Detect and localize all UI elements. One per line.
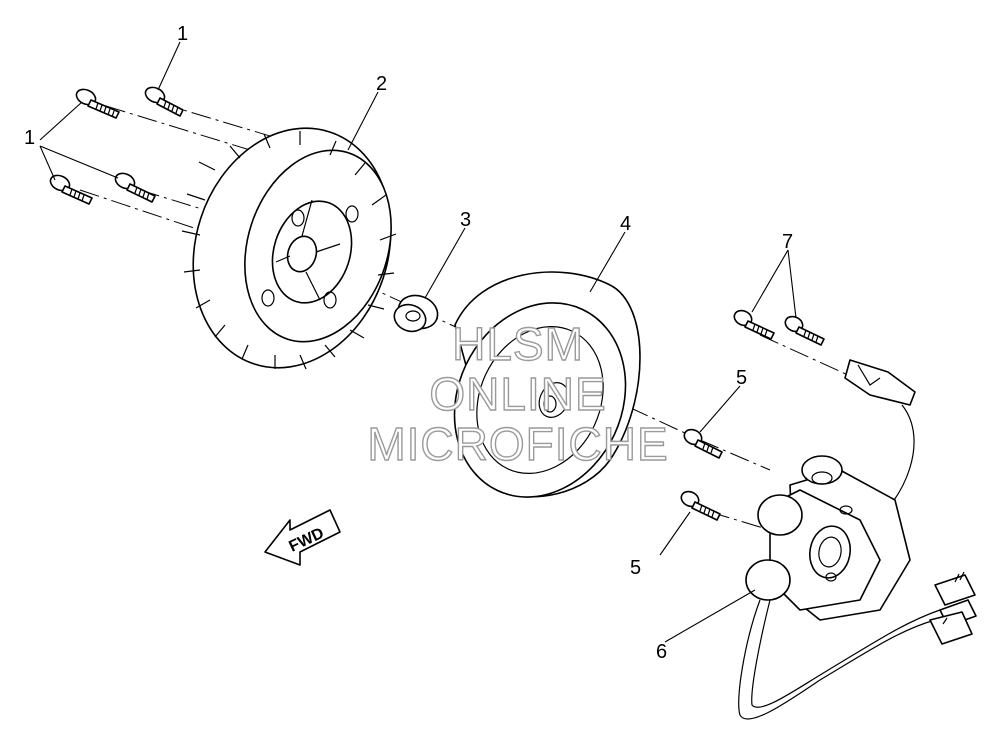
cooling-fan-part-2 bbox=[181, 127, 397, 370]
bolt-part-1-bottom-right bbox=[114, 172, 156, 203]
callout-6: 6 bbox=[656, 641, 667, 663]
screw-part-5-upper bbox=[683, 428, 723, 459]
flywheel-rotor-part-4 bbox=[453, 271, 641, 498]
callout-leaders bbox=[39, 41, 797, 643]
callout-1-top: 1 bbox=[177, 23, 188, 45]
watermark-line-1: HLSM bbox=[452, 318, 584, 370]
callout-7: 7 bbox=[782, 231, 793, 253]
callout-4: 4 bbox=[620, 213, 631, 235]
callout-3: 3 bbox=[460, 209, 471, 231]
screw-part-7-left bbox=[733, 309, 775, 340]
bolt-part-1-top-left bbox=[75, 88, 120, 119]
forward-direction-marker: FWD bbox=[264, 509, 341, 566]
callout-5-lower: 5 bbox=[630, 557, 641, 579]
screw-part-7-right bbox=[784, 315, 825, 346]
watermark-line-2: ONLINE bbox=[429, 368, 606, 420]
watermark-line-3: MICROFICHE bbox=[367, 418, 668, 470]
bolt-part-1-top-right bbox=[144, 86, 184, 117]
bolt-part-1-bottom-left bbox=[49, 174, 93, 205]
callout-labels: 1 1 2 3 4 7 5 5 6 bbox=[24, 23, 793, 663]
watermark: HLSM ONLINE MICROFICHE bbox=[367, 317, 669, 470]
screw-part-5-lower bbox=[680, 490, 721, 521]
callout-5-upper: 5 bbox=[736, 367, 747, 389]
callout-2: 2 bbox=[376, 73, 387, 95]
callout-1-left: 1 bbox=[24, 127, 35, 149]
stator-assembly-part-6 bbox=[738, 359, 977, 720]
collar-part-3 bbox=[393, 294, 439, 333]
